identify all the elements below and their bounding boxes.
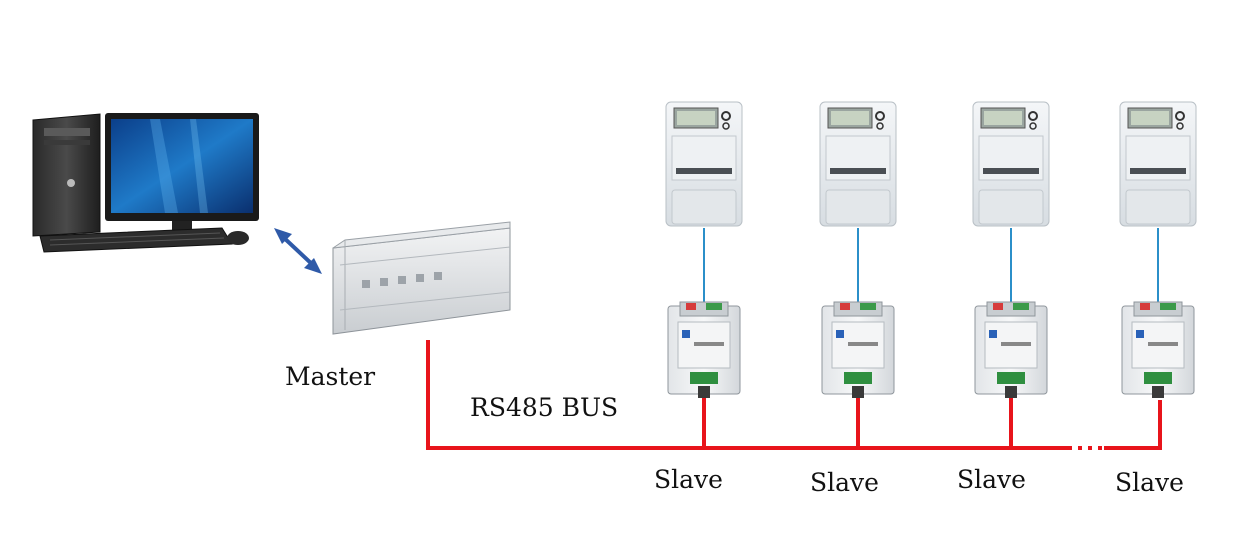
- slave-label-2: Slave: [810, 468, 879, 497]
- meter-links: [703, 228, 1159, 302]
- master-label: Master: [285, 362, 376, 391]
- slave-label-3: Slave: [957, 465, 1026, 494]
- rs485-converter-module-icon: [667, 301, 741, 398]
- electricity-meter-icon: [1119, 101, 1197, 227]
- electricity-meter-icon: [972, 101, 1050, 227]
- master-controller-icon: [332, 221, 511, 335]
- electricity-meter-icon: [665, 101, 743, 227]
- electricity-meter-icon: [819, 101, 897, 227]
- slave-label-1: Slave: [654, 465, 723, 494]
- slave-label-4: Slave: [1115, 468, 1184, 497]
- rs485-bus-label: RS485 BUS: [470, 393, 619, 422]
- rs485-converter-module-icon: [821, 301, 895, 398]
- rs485-converter-module-icon: [1121, 301, 1195, 398]
- bidirectional-arrow-icon: [274, 228, 322, 274]
- computer-icon: [32, 113, 259, 253]
- rs485-bus-line: [426, 340, 1162, 450]
- rs485-converter-module-icon: [974, 301, 1048, 398]
